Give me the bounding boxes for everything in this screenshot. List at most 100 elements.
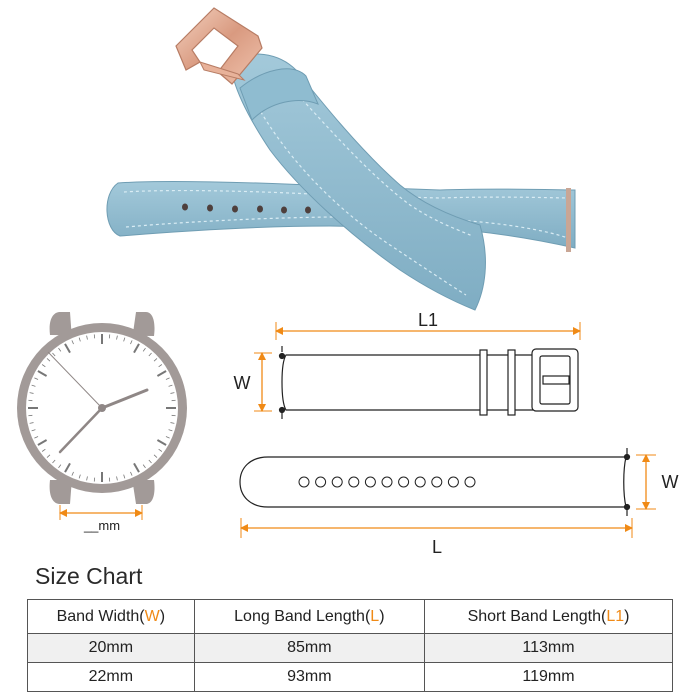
band-hole [348, 476, 360, 488]
dial-minute-tick [168, 429, 173, 432]
dial-minute-tick [34, 436, 39, 439]
dial-hour-tick [156, 439, 167, 446]
band-hole [298, 476, 310, 488]
dial-hour-tick [133, 343, 140, 354]
cell-short-length: 113mm [424, 633, 673, 663]
dial-minute-tick [46, 358, 51, 362]
cell-long-length: 85mm [193, 633, 426, 663]
spring-bar-pin [566, 188, 571, 252]
second-hand [47, 351, 103, 409]
table-header-row: Band Width(W) Long Band Length(L) Short … [27, 599, 673, 634]
size-chart-title: Size Chart [35, 563, 143, 589]
dial-minute-tick [46, 454, 51, 458]
dial-minute-tick [78, 337, 81, 342]
dial-minute-tick [170, 392, 175, 394]
dial-hour-tick [64, 343, 71, 354]
dial-minute-tick [41, 448, 46, 452]
dial-minute-tick [34, 377, 39, 380]
band-hole [381, 476, 393, 488]
minute-hand [58, 406, 104, 454]
short-band-photo [231, 53, 486, 311]
dial-minute-tick [116, 476, 118, 481]
band-hole [331, 476, 343, 488]
dial-minute-tick [41, 364, 46, 368]
buckle-photo [175, 7, 263, 85]
dial-minute-tick [29, 422, 34, 424]
dial-minute-tick [168, 384, 173, 387]
dial-minute-tick [86, 476, 88, 481]
dial-hour-tick [133, 462, 140, 473]
buckle-tongue [542, 375, 570, 385]
w-top-label: W [234, 373, 251, 393]
dial-minute-tick [29, 392, 34, 394]
dial-minute-tick [58, 347, 62, 352]
long-pin-top [623, 453, 631, 461]
band-hole [431, 476, 443, 488]
dial-minute-tick [170, 422, 175, 424]
dial-hour-tick [64, 462, 71, 473]
short-band-stitch [289, 85, 473, 237]
band-hole [315, 476, 327, 488]
dial-hour-tick [37, 370, 48, 377]
keeper-loop-2 [507, 349, 516, 416]
long-pin-bottom [623, 503, 631, 511]
short-band-stitch-2 [251, 95, 467, 296]
header-short-band-length: Short Band Length(L1) [424, 599, 673, 634]
dial-minute-tick [142, 464, 146, 469]
dial-minute-tick [130, 471, 133, 476]
dial-minute-tick [148, 352, 152, 357]
dial-minute-tick [78, 474, 81, 479]
dial-minute-tick [130, 340, 133, 345]
band-hole [447, 476, 459, 488]
hour-hand [100, 388, 149, 410]
size-chart-table: Band Width(W) Long Band Length(L) Short … [27, 599, 673, 692]
dial-minute-tick [31, 384, 36, 387]
dial-minute-tick [165, 436, 170, 439]
dial-minute-tick [123, 474, 126, 479]
hand-pivot [98, 404, 106, 412]
cell-short-length: 119mm [424, 662, 673, 692]
w-bottom-label: W [662, 472, 679, 492]
dial-minute-tick [52, 352, 56, 357]
cell-band-width: 22mm [27, 662, 195, 692]
band-hole [398, 476, 410, 488]
short-band-diagram [278, 346, 579, 419]
l1-label: L1 [418, 310, 438, 330]
dial-minute-tick [71, 340, 74, 345]
dial-minute-tick [153, 454, 158, 458]
strap-photo [106, 7, 576, 311]
dial-minute-tick [148, 459, 152, 464]
pin-bottom [278, 406, 286, 414]
long-band-stitch-lower [125, 216, 569, 239]
short-band-outline [281, 354, 541, 411]
dial-minute-tick [31, 429, 36, 432]
dial-minute-tick [116, 335, 118, 340]
pin-top [278, 352, 286, 360]
dial-minute-tick [153, 358, 158, 362]
dial-hour-tick [37, 439, 48, 446]
dial-minute-tick [58, 464, 62, 469]
table-row: 22mm 93mm 119mm [27, 662, 673, 692]
cell-long-length: 93mm [193, 662, 426, 692]
watch-lug-top [49, 312, 155, 340]
keeper-loop [239, 68, 319, 121]
dial-minute-tick [165, 377, 170, 380]
dial-hour-tick [156, 370, 167, 377]
header-band-width: Band Width(W) [27, 599, 195, 634]
dial-minute-tick [158, 448, 163, 452]
dial-size-label: __mm [83, 518, 120, 533]
dial-minute-tick [71, 471, 74, 476]
band-hole [414, 476, 426, 488]
band-hole [364, 476, 376, 488]
dial-minute-tick [52, 459, 56, 464]
table-row: 20mm 85mm 113mm [27, 633, 673, 663]
band-hole [464, 476, 476, 488]
dial-ticks [28, 334, 176, 482]
cell-band-width: 20mm [27, 633, 195, 663]
dial-minute-tick [142, 347, 146, 352]
keeper-loop-1 [479, 349, 488, 416]
long-band-holes [298, 476, 476, 488]
dial-minute-tick [123, 337, 126, 342]
long-band-diagram [239, 448, 631, 516]
